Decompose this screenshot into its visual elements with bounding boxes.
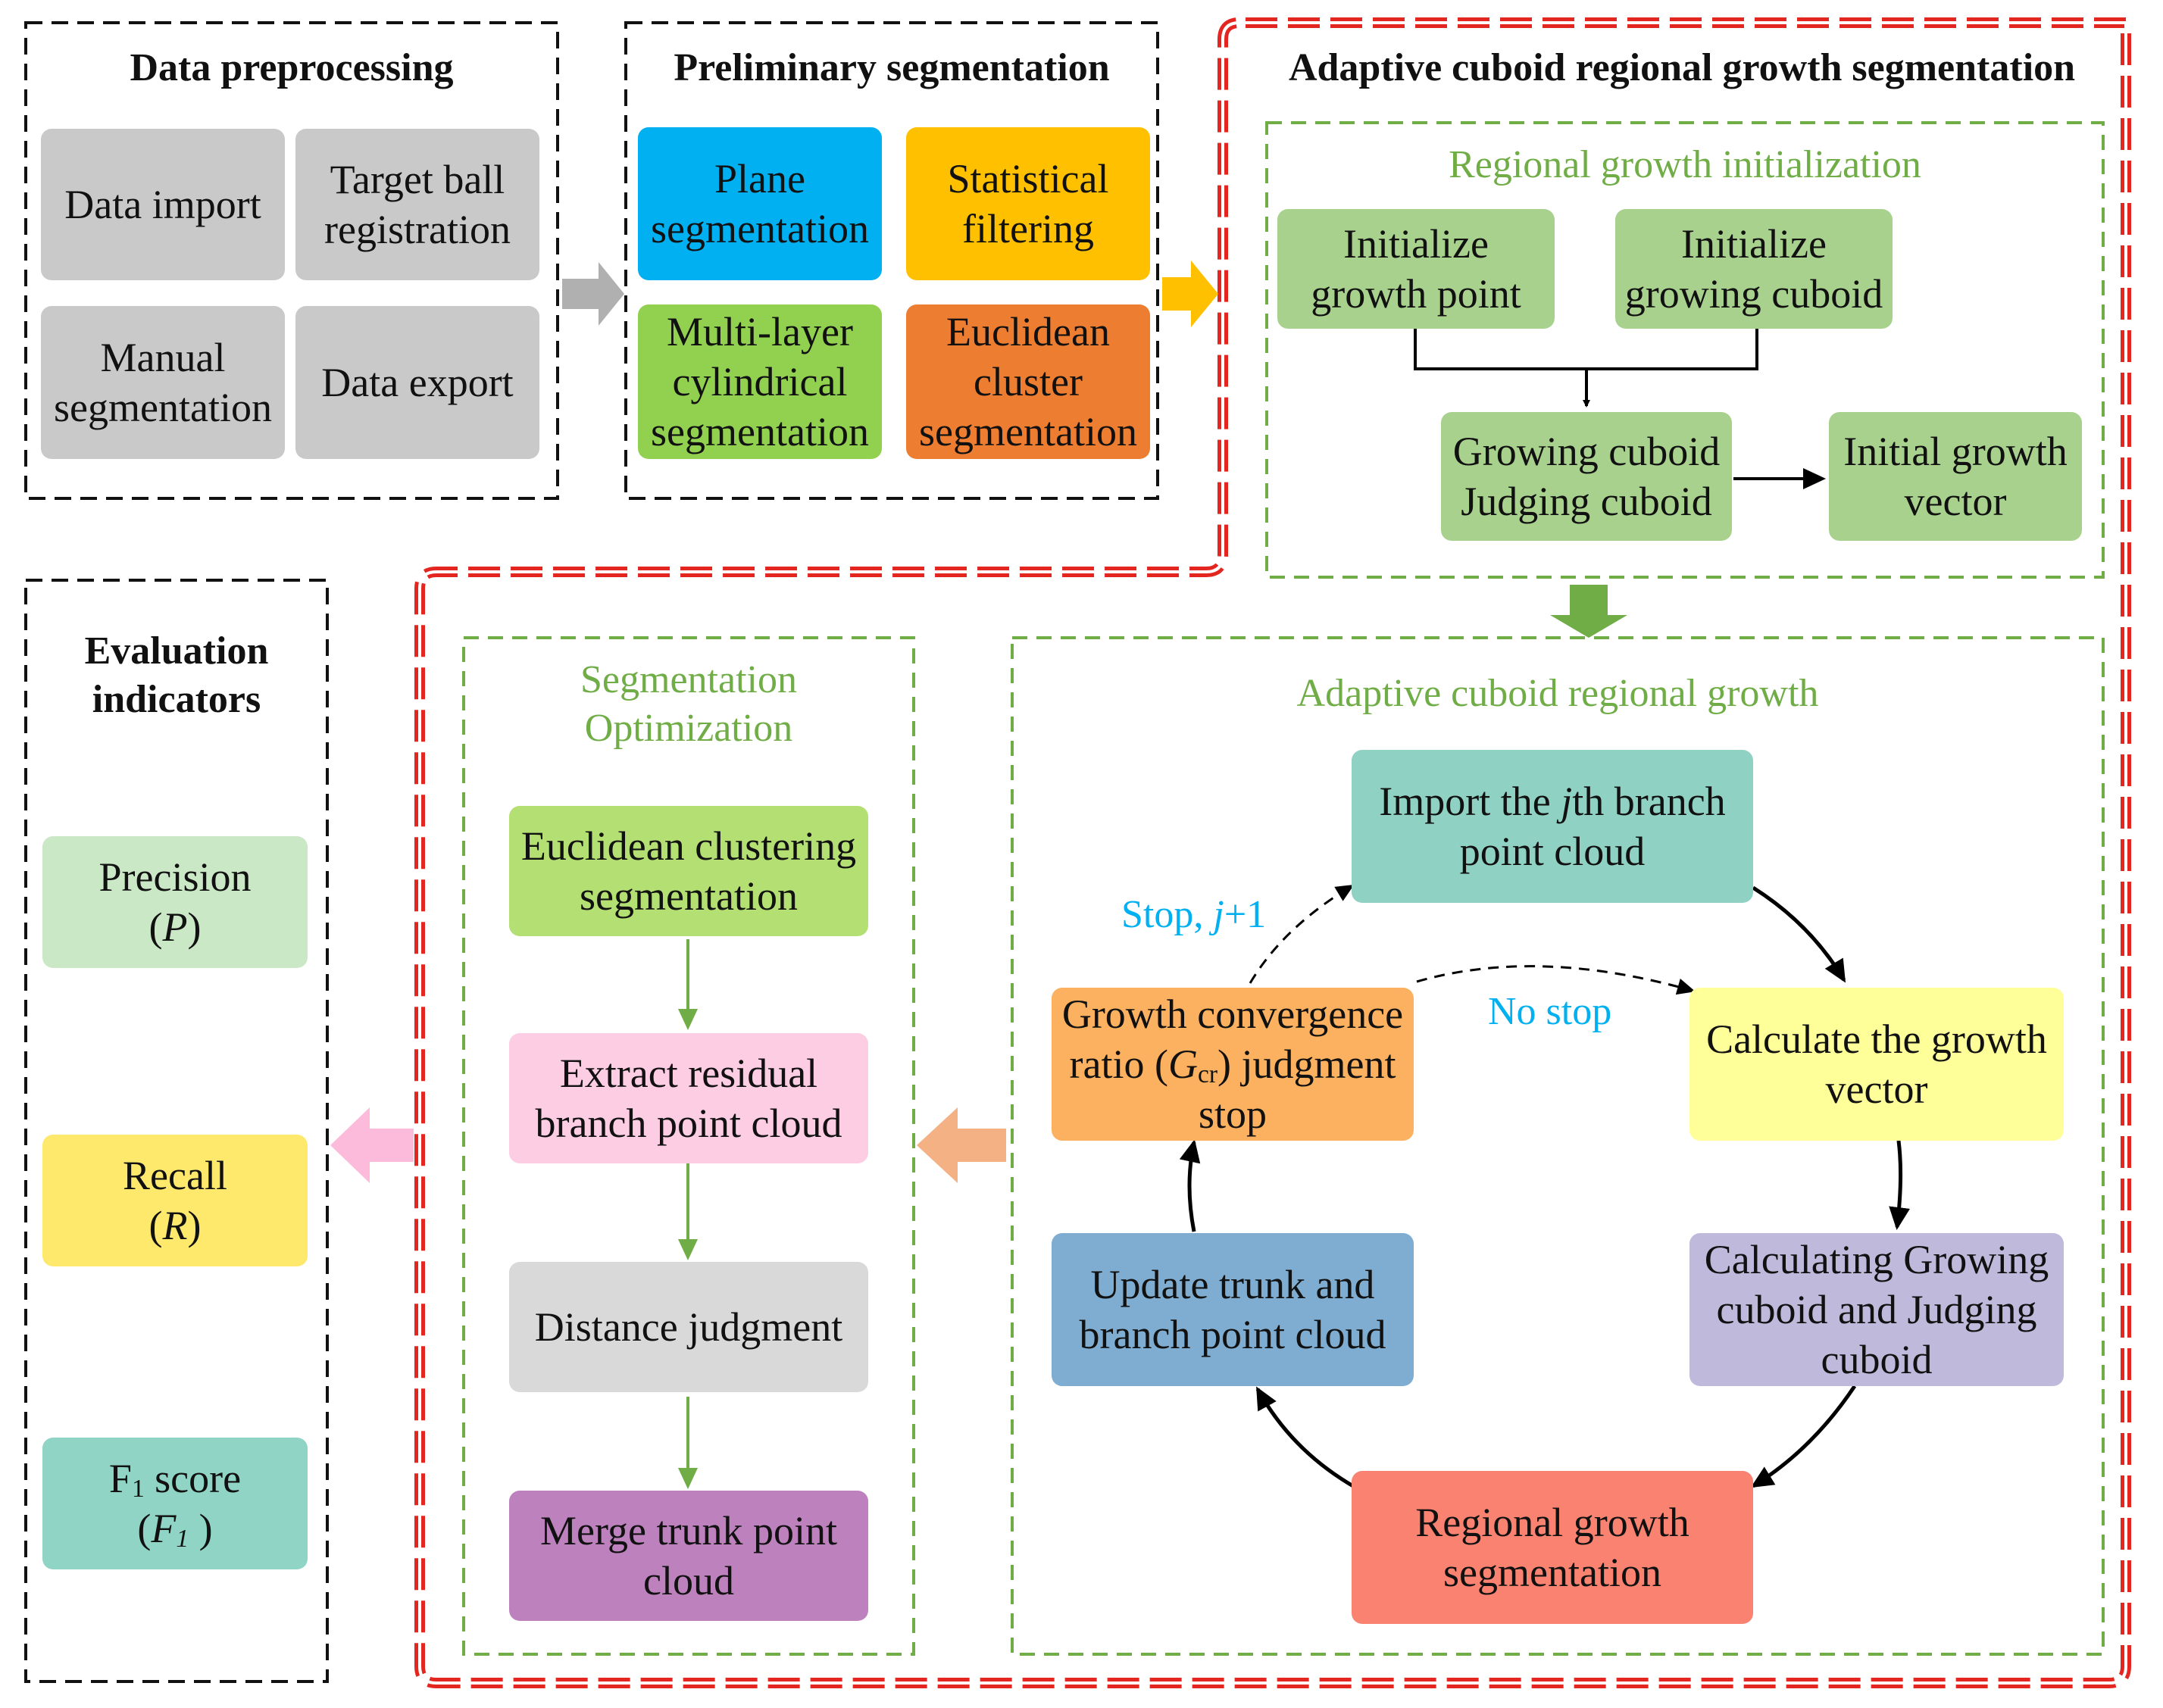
convergence-pre: ratio ( [1069, 1041, 1168, 1087]
evaluation-frame [24, 579, 329, 1683]
statistical-filtering-box: Statistical filtering [906, 127, 1150, 280]
precision-label: Precision (P) [99, 852, 252, 952]
preliminary-segmentation-frame [624, 21, 1159, 500]
growth-title: Adaptive cuboid regional growth [1296, 672, 1819, 715]
precision-symbol-line: (P) [148, 904, 202, 950]
f1-name-sub: 1 [131, 1475, 145, 1503]
evaluation-title: Evaluation indicators [84, 629, 269, 721]
gray-block-arrow [562, 262, 624, 326]
manual-segmentation-box: Manual segmentation [41, 306, 285, 459]
import-branch-label: Import the jth branch point cloud [1379, 776, 1725, 876]
green-block-arrow [1550, 585, 1627, 638]
convergence-line-3: stop [1198, 1091, 1267, 1137]
import-prefix: Import the [1379, 779, 1561, 824]
calculate-growth-vector-box: Calculate the growth vector [1689, 988, 2064, 1141]
convergence-line-2: ratio (Gcr) judgment [1062, 1039, 1403, 1089]
f1-name-post: score [144, 1456, 242, 1501]
import-branch-point-cloud-box: Import the jth branch point cloud [1352, 750, 1753, 903]
plane-segmentation-box: Plane segmentation [638, 127, 882, 280]
import-suffix: th branch point cloud [1459, 779, 1726, 874]
multi-layer-cylindrical-segmentation-box: Multi-layer cylindrical segmentation [638, 304, 882, 459]
initialize-growth-point-box: Initialize growth point [1277, 209, 1555, 329]
regional-growth-initialization-frame [1265, 121, 2105, 579]
f1-symbol-line: (F1 ) [137, 1506, 213, 1553]
distance-judgment-box: Distance judgment [509, 1262, 868, 1392]
cycle-arrow-segmentation-to-update [1255, 1386, 1355, 1488]
preliminary-segmentation-title: Preliminary segmentation [674, 46, 1110, 89]
f1-symbol: F [151, 1506, 177, 1551]
recall-name: Recall [123, 1153, 227, 1198]
precision-symbol: P [162, 904, 188, 950]
convergence-post: ) judgment [1217, 1041, 1396, 1087]
cycle-arrow-cuboid-to-segmentation [1750, 1385, 1857, 1488]
target-ball-registration-box: Target ball registration [295, 129, 539, 280]
init-merge-connector [1414, 329, 1758, 406]
cycle-arrow-update-to-convergence [1179, 1139, 1201, 1232]
initialize-growing-cuboid-box: Initialize growing cuboid [1615, 209, 1893, 329]
cycle-arrow-import-to-vector [1752, 885, 1846, 983]
calculating-cuboids-box: Calculating Growing cuboid and Judging c… [1689, 1233, 2064, 1386]
precision-name: Precision [98, 854, 252, 900]
initialization-title: Regional growth initialization [1449, 143, 1921, 186]
f1-label: F1 score (F1 ) [109, 1454, 241, 1553]
no-stop-dashed-arrow [1416, 965, 1696, 995]
adaptive-growth-frame [1011, 636, 2105, 1656]
data-import-box: Data import [41, 129, 285, 280]
optimization-title: Segmentation Optimization [580, 658, 797, 750]
orange-block-arrow [1162, 261, 1218, 327]
f1-symbol-sub: 1 [176, 1525, 189, 1553]
recall-label: Recall (R) [123, 1151, 227, 1251]
extract-residual-branch-box: Extract residual branch point cloud [509, 1033, 868, 1163]
adaptive-segmentation-frame-inner [418, 21, 2127, 1685]
stop-var-j: j [1213, 893, 1224, 936]
convergence-sub-cr: cr [1197, 1060, 1217, 1089]
no-stop-label: No stop [1488, 990, 1612, 1033]
adaptive-segmentation-title: Adaptive cuboid regional growth segmenta… [1288, 46, 2076, 89]
precision-box: Precision (P) [42, 836, 308, 968]
import-variable-j: j [1561, 779, 1573, 824]
convergence-line-1: Growth convergence [1061, 991, 1404, 1037]
stop-prefix: Stop, [1121, 893, 1214, 936]
stop-label: Stop, j+1 [1121, 891, 1266, 939]
convergence-label: Growth convergence ratio (Gcr) judgment … [1062, 989, 1403, 1139]
initial-growth-vector-box: Initial growth vector [1829, 412, 2082, 541]
merge-trunk-point-cloud-box: Merge trunk point cloud [509, 1491, 868, 1621]
stop-suffix: +1 [1224, 893, 1267, 936]
data-preprocessing-frame [24, 21, 559, 500]
growth-convergence-box: Growth convergence ratio (Gcr) judgment … [1052, 988, 1414, 1141]
growing-judging-cuboid-box: Growing cuboid Judging cuboid [1441, 412, 1732, 541]
f1-name-pre: F [108, 1456, 132, 1501]
cycle-arrow-vector-to-cuboid [1889, 1140, 1911, 1230]
pink-block-arrow [330, 1107, 414, 1183]
peach-block-arrow [917, 1107, 1006, 1183]
regional-growth-segmentation-box: Regional growth segmentation [1352, 1471, 1753, 1624]
recall-symbol: R [162, 1203, 188, 1248]
f1-name: F1 score [109, 1454, 241, 1503]
data-export-box: Data export [295, 306, 539, 459]
recall-symbol-line: (R) [148, 1203, 202, 1248]
f1-score-box: F1 score (F1 ) [42, 1438, 308, 1569]
data-preprocessing-title: Data preprocessing [130, 46, 454, 89]
convergence-var-g: G [1167, 1041, 1198, 1087]
segmentation-optimization-frame [462, 636, 915, 1656]
update-trunk-branch-box: Update trunk and branch point cloud [1052, 1233, 1414, 1386]
recall-box: Recall (R) [42, 1135, 308, 1266]
euclidean-clustering-box: Euclidean clustering segmentation [509, 806, 868, 936]
euclidean-cluster-segmentation-box: Euclidean cluster segmentation [906, 304, 1150, 459]
